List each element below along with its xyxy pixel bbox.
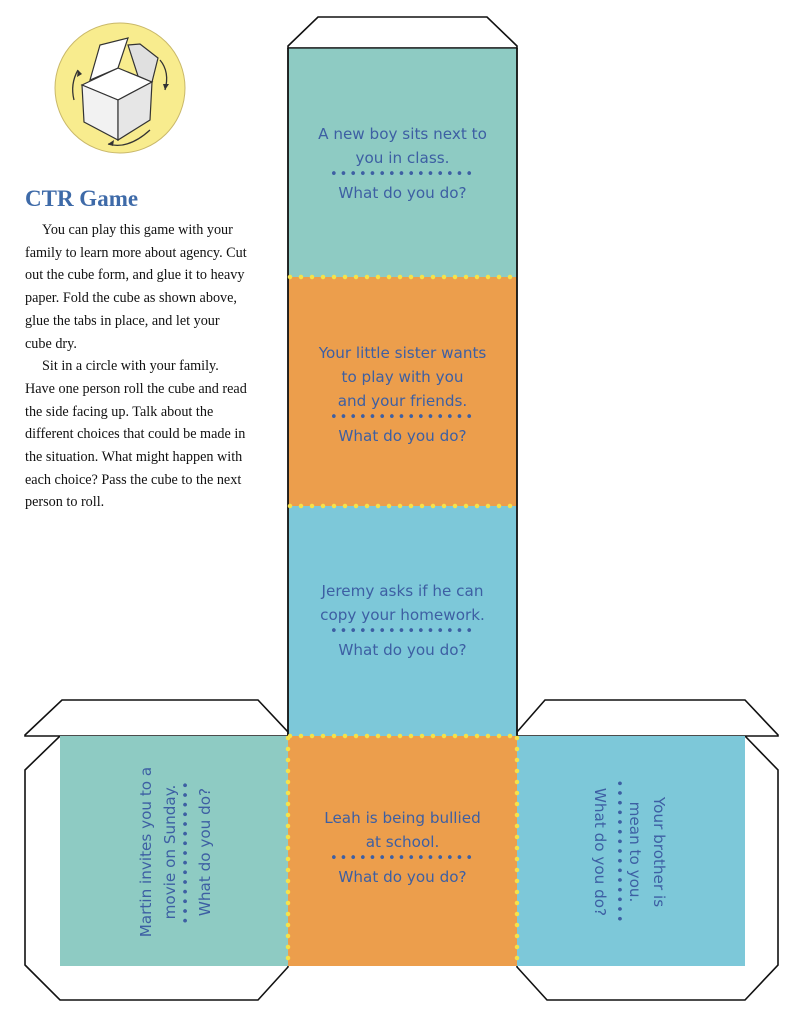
dotted-separator: ••••••••••••••• [611,779,626,925]
prompt-text: What do you do? [338,184,467,202]
prompt-text: What do you do? [338,641,467,659]
instructions: You can play this game with your family … [25,219,247,514]
prompt-text: What do you do? [338,868,467,886]
page-title: CTR Game [25,186,139,211]
face-top-text: A new boy sits next to you in class. •••… [288,122,517,205]
scenario-line: and your friends. [337,392,468,410]
dotted-separator: ••••••••••••••• [329,410,476,425]
face-right [517,736,745,966]
face-third [288,506,517,736]
face-right-text: Your brother is mean to you. •••••••••••… [591,738,671,966]
face-second-text: Your little sister wants to play with yo… [288,341,517,448]
prompt-text: What do you do? [338,427,467,445]
scenario-line: Your little sister wants [318,344,487,362]
scenario-line: Your brother is [650,796,668,908]
face-center [288,736,517,966]
face-center-text: Leah is being bullied at school. •••••••… [288,806,517,889]
dotted-separator: ••••••••••••••• [329,167,476,182]
scenario-line: Martin invites you to a [137,766,155,938]
face-second [288,277,517,506]
face-top [288,48,517,277]
scenario-line: at school. [365,833,440,851]
instructions-paragraph-2: Sit in a circle with your family. Have o… [25,358,247,511]
scenario-line: copy your homework. [320,606,485,624]
dotted-separator: ••••••••••••••• [329,624,476,639]
scenario-line: A new boy sits next to [318,125,487,143]
top-tab [287,16,518,49]
dotted-separator: ••••••••••••••• [179,779,194,925]
prompt-text: What do you do? [196,787,214,917]
fold-illustration [54,22,186,154]
scenario-line: mean to you. [626,801,644,903]
scenario-line: Leah is being bullied [324,809,481,827]
dotted-separator: ••••••••••••••• [329,851,476,866]
fold-lines [285,274,520,967]
scenario-line: Jeremy asks if he can [321,582,484,600]
scenario-line: to play with you [341,368,464,386]
face-left [60,736,288,966]
instructions-paragraph-1: You can play this game with your family … [25,222,247,352]
prompt-text: What do you do? [591,787,609,917]
face-left-text: Martin invites you to a movie on Sunday.… [134,738,214,966]
scenario-line: you in class. [355,149,450,167]
face-third-text: Jeremy asks if he can copy your homework… [288,579,517,662]
